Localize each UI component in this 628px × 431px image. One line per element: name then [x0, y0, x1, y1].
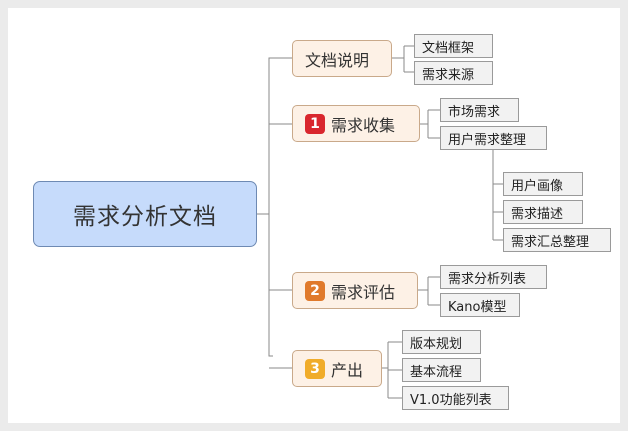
leaf-label: 需求分析列表: [448, 271, 527, 287]
leaf-market-requirements[interactable]: 市场需求: [440, 98, 519, 122]
mindmap-canvas: 需求分析文档 文档说明 文档框架 需求来源 1 需求收集 市场需求 用户需求整理…: [8, 8, 620, 423]
leaf-label: 版本规划: [410, 336, 463, 352]
leaf-doc-framework[interactable]: 文档框架: [414, 34, 493, 58]
leaf-requirement-summary[interactable]: 需求汇总整理: [503, 228, 611, 252]
connector-lines: [257, 45, 503, 399]
priority-1-badge: 1: [305, 113, 325, 134]
branch-label: 文档说明: [305, 50, 370, 70]
leaf-user-persona[interactable]: 用户画像: [503, 172, 583, 196]
leaf-label: V1.0功能列表: [410, 392, 492, 408]
root-topic[interactable]: 需求分析文档: [33, 181, 257, 247]
leaf-requirement-description[interactable]: 需求描述: [503, 200, 583, 224]
leaf-basic-flow[interactable]: 基本流程: [402, 358, 481, 382]
leaf-label: 用户画像: [511, 178, 564, 194]
leaf-version-planning[interactable]: 版本规划: [402, 330, 481, 354]
priority-3-badge: 3: [305, 358, 325, 379]
leaf-v1-feature-list[interactable]: V1.0功能列表: [402, 386, 509, 410]
branch-label: 产出: [331, 360, 364, 380]
leaf-kano-model[interactable]: Kano模型: [440, 293, 520, 317]
priority-2-badge: 2: [305, 280, 325, 301]
leaf-label: 用户需求整理: [448, 132, 527, 148]
leaf-label: 需求描述: [511, 206, 564, 222]
leaf-label: 需求来源: [422, 67, 475, 83]
leaf-label: Kano模型: [448, 299, 507, 315]
branch-doc-description[interactable]: 文档说明: [292, 40, 392, 77]
leaf-user-requirements[interactable]: 用户需求整理: [440, 126, 547, 150]
leaf-label: 文档框架: [422, 40, 475, 56]
branch-requirement-evaluation[interactable]: 2 需求评估: [292, 272, 418, 309]
leaf-label: 市场需求: [448, 104, 501, 120]
branch-output[interactable]: 3 产出: [292, 350, 382, 387]
leaf-label: 基本流程: [410, 364, 463, 380]
leaf-requirement-source[interactable]: 需求来源: [414, 61, 493, 85]
leaf-label: 需求汇总整理: [511, 234, 590, 250]
branch-label: 需求收集: [331, 115, 396, 135]
leaf-requirement-analysis-list[interactable]: 需求分析列表: [440, 265, 547, 289]
branch-label: 需求评估: [331, 282, 396, 302]
branch-requirement-collection[interactable]: 1 需求收集: [292, 105, 420, 142]
root-topic-label: 需求分析文档: [73, 204, 217, 230]
